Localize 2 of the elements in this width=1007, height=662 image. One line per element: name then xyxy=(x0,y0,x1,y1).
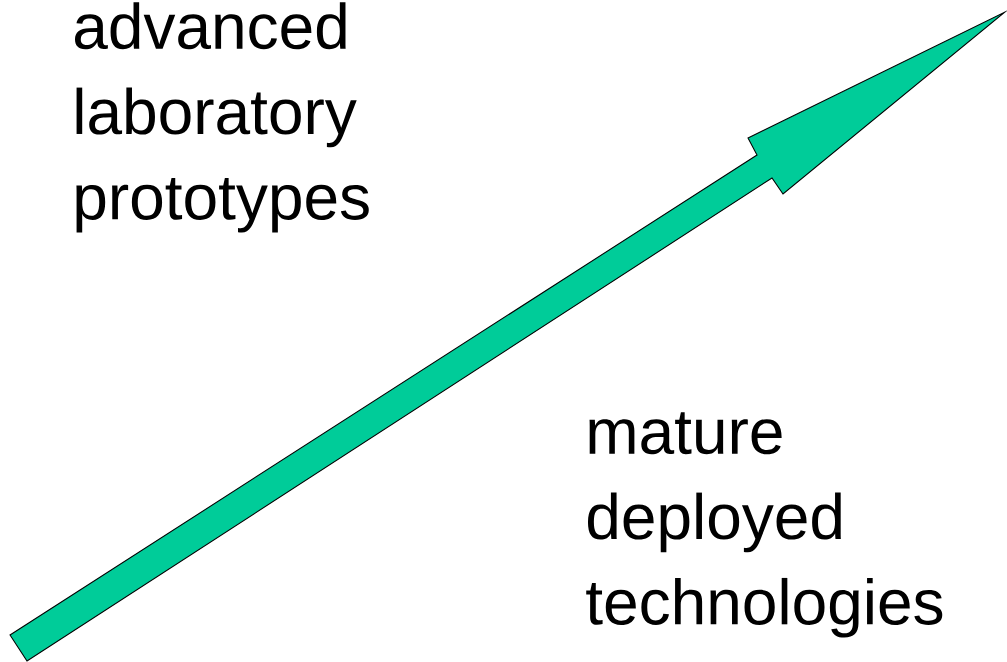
text-label: advanced laboratory prototypes xyxy=(75,2,369,233)
text-label: mature deployed technologies xyxy=(586,412,943,638)
